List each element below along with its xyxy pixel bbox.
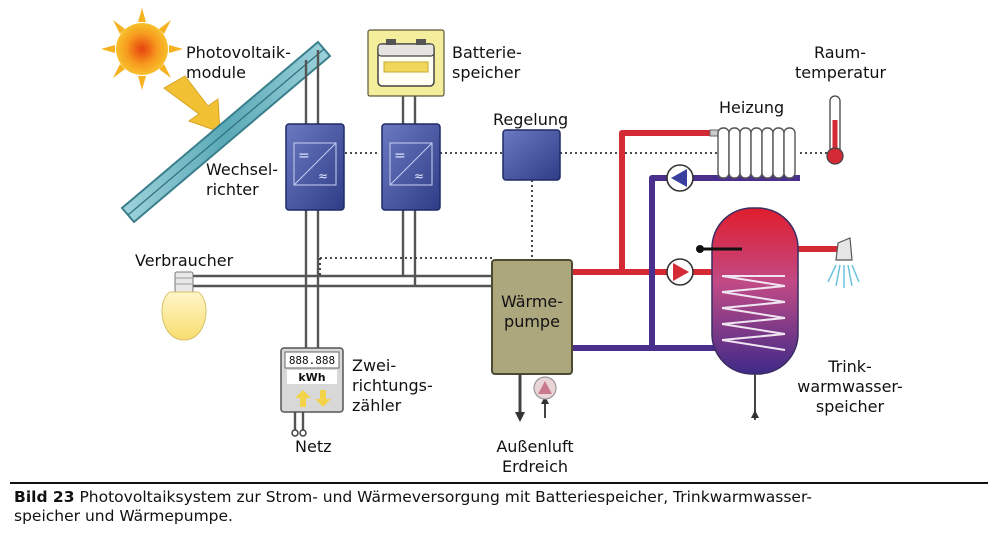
figure-caption: Bild 23 Photovoltaiksystem zur Strom- un…	[14, 488, 989, 526]
caption-divider	[10, 482, 988, 484]
control-signal-lines	[319, 152, 828, 276]
svg-text:=: =	[394, 148, 406, 164]
figure-number: Bild 23	[14, 488, 75, 506]
sunlight-arrow-icon	[163, 75, 221, 133]
heat-pump-label: Wärme-pumpe	[500, 292, 564, 331]
controller-box	[502, 129, 561, 181]
shower-head-icon	[827, 237, 860, 288]
caption-line-2: speicher und Wärmepumpe.	[14, 507, 233, 525]
energy-system-diagram: = ≈ = ≈	[101, 8, 860, 437]
consumer-label: Verbraucher	[135, 251, 234, 270]
arrow-up-icon	[295, 390, 311, 407]
storage-label: Trink-warmwasser-speicher	[797, 357, 903, 416]
meter-unit: kWh	[298, 371, 325, 384]
pv-module-panel	[120, 40, 332, 224]
room-temperature-label: Raum-temperatur	[795, 43, 887, 82]
electric-wiring	[192, 50, 492, 430]
outside-air-connection	[515, 374, 557, 422]
inverter-2: = ≈	[381, 123, 441, 211]
radiator-icon	[709, 127, 796, 179]
sun-icon	[101, 8, 183, 90]
hot-water-storage-tank	[696, 207, 799, 420]
heating-circulation-pump-icon	[666, 164, 694, 192]
light-bulb-icon	[161, 271, 207, 341]
storage-circulation-pump-icon	[666, 258, 694, 286]
meter-reading: 888.888	[289, 354, 335, 367]
heating-label: Heizung	[719, 98, 785, 117]
svg-text:≈: ≈	[318, 169, 328, 183]
battery-label: Batterie-speicher	[452, 43, 522, 82]
inverter-1: = ≈	[285, 123, 345, 211]
caption-line-1: Photovoltaiksystem zur Strom- und Wärmev…	[79, 488, 812, 506]
battery-icon	[367, 29, 445, 97]
control-label: Regelung	[493, 110, 569, 129]
meter-label: Zwei-richtungs-zähler	[352, 356, 433, 415]
bidirectional-meter	[280, 347, 344, 413]
pv-module-label: Photovoltaik-module	[186, 43, 291, 82]
svg-text:≈: ≈	[414, 169, 424, 183]
arrow-down-icon	[315, 390, 331, 407]
grid-label: Netz	[295, 437, 332, 456]
inverter-label: Wechsel-richter	[206, 160, 279, 199]
heat-pump-unit	[491, 259, 573, 375]
thermometer-icon	[826, 95, 844, 165]
svg-text:=: =	[298, 148, 310, 164]
heating-pipes	[572, 130, 840, 351]
